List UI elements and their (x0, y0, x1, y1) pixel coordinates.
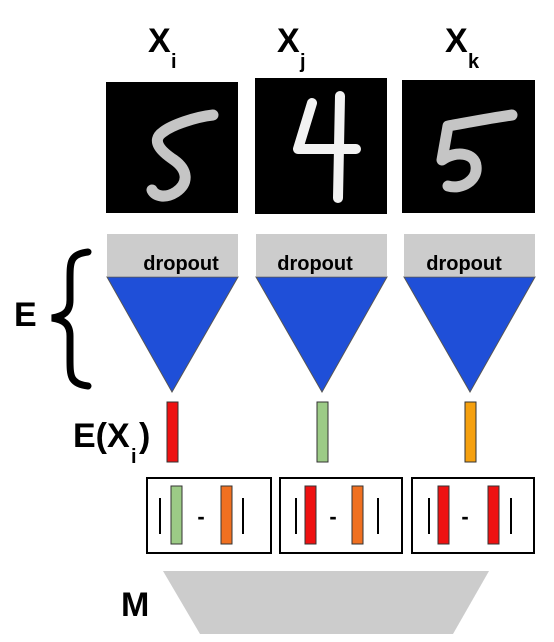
digit-image-4-j (255, 78, 387, 214)
input-subscript-j: j (299, 51, 306, 73)
embedding-vector-i (166, 401, 179, 463)
digit-image-5-i (106, 82, 238, 213)
dropout-bar-i (107, 234, 238, 276)
dropout-label-k: dropout (426, 253, 502, 275)
encoder-triangle-k (403, 276, 536, 394)
comparison-3-operator: - (461, 504, 468, 529)
comparison-box-2: - (279, 477, 403, 554)
metric-trapezoid (163, 571, 489, 634)
digit-image-5-k (402, 80, 535, 213)
input-label-i: X (148, 22, 171, 60)
comparison-1-operator: - (197, 504, 204, 529)
embedding-label-subscript: i (131, 446, 137, 468)
comparison-2-right-vector (351, 485, 364, 545)
dropout-bar-k (404, 234, 535, 276)
comparison-box-1: - (146, 477, 272, 554)
embedding-vector-k (464, 401, 477, 463)
comparison-box-3: - (411, 477, 535, 554)
dropout-label-j: dropout (277, 253, 353, 275)
comparison-3-right-vector (487, 485, 500, 545)
dropout-bar-j (256, 234, 387, 276)
input-label-k: X (445, 22, 468, 60)
input-label-j: X (277, 22, 300, 60)
embedding-label: E(X (73, 417, 130, 455)
comparison-2-operator: - (329, 504, 336, 529)
metric-label: M (121, 586, 149, 624)
embedding-label-close: ) (139, 417, 150, 455)
comparison-1-right-vector (220, 485, 233, 545)
embedding-vector-j (316, 401, 329, 463)
encoder-brace (51, 248, 92, 390)
comparison-1-left-vector (170, 485, 183, 545)
input-subscript-k: k (468, 51, 480, 73)
dropout-label-i: dropout (143, 253, 219, 275)
encoder-triangle-j (255, 276, 388, 394)
comparison-3-left-vector (437, 485, 450, 545)
input-subscript-i: i (171, 51, 177, 73)
encoder-triangle-i (106, 276, 239, 394)
encoder-label: E (14, 296, 37, 334)
comparison-2-left-vector (304, 485, 317, 545)
